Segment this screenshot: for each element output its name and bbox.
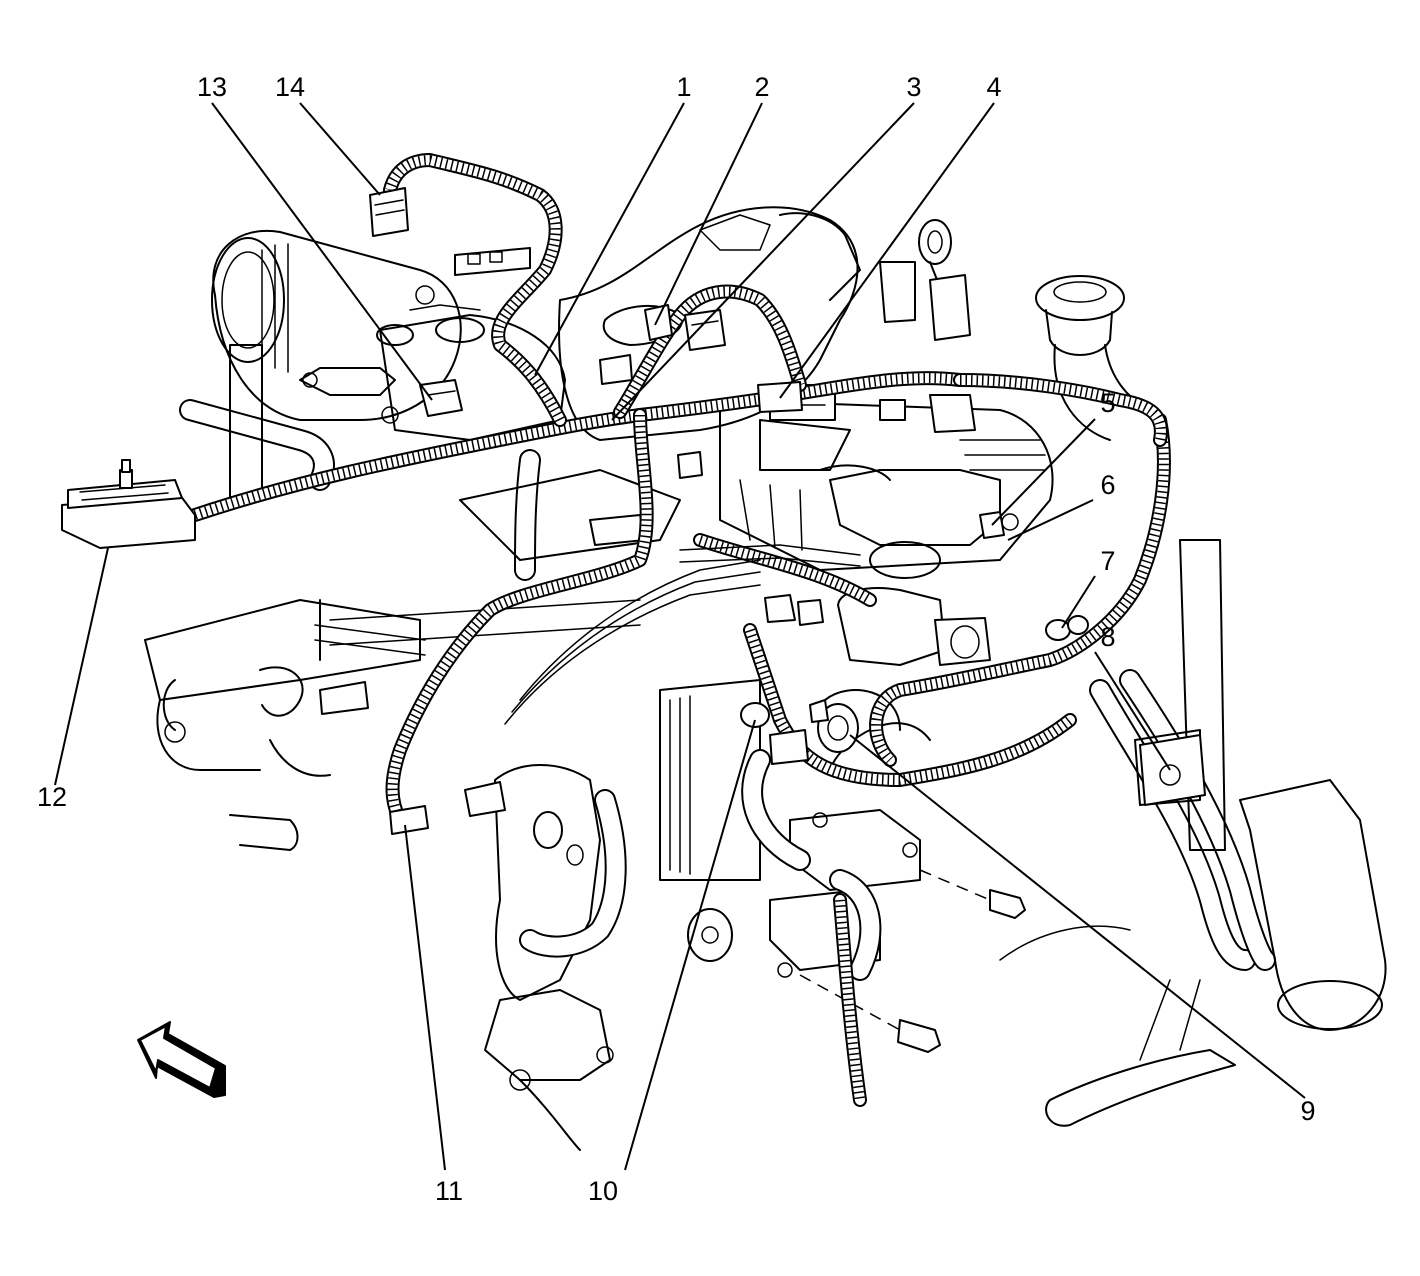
leader-3	[611, 102, 915, 421]
callout-1: 1	[676, 72, 691, 102]
callout-12: 12	[37, 782, 67, 812]
callout-8: 8	[1100, 622, 1115, 652]
leader-8	[1094, 651, 1171, 771]
leader-1	[534, 102, 685, 376]
connector-13	[419, 379, 463, 417]
leader-14	[299, 102, 381, 196]
harness-junction-block	[61, 459, 196, 549]
mounting-bolts	[799, 869, 1026, 1053]
leader-5	[991, 418, 1096, 526]
leader-2	[654, 102, 763, 326]
leader-11	[404, 824, 446, 1171]
callout-10: 10	[588, 1176, 618, 1206]
leader-13	[211, 102, 433, 401]
leader-9	[849, 734, 1306, 1099]
front-bracket	[659, 679, 921, 978]
callout-4: 4	[986, 72, 1001, 102]
leader-lines	[54, 102, 1306, 1171]
leader-6	[1007, 499, 1094, 541]
sensor-9	[809, 699, 859, 753]
harness-clip-8	[1139, 734, 1206, 806]
connector-2	[644, 304, 673, 341]
right-side-hoses	[1089, 539, 1387, 1031]
callout-numbers: 1 2 3 4 5 6 7 8 9 10 11 12 13 14	[37, 72, 1316, 1206]
oil-fill-cap	[1035, 275, 1151, 441]
frame-crossmember	[999, 925, 1236, 1127]
top-sensors	[769, 261, 976, 433]
ignition-components	[819, 464, 991, 666]
callout-13: 13	[197, 72, 227, 102]
wiring-harness	[188, 153, 1171, 1107]
connector-14	[369, 187, 409, 237]
valve-cover-right	[719, 399, 1054, 579]
callout-9: 9	[1300, 1096, 1315, 1126]
leader-7	[1061, 575, 1096, 629]
lower-left-engine	[144, 599, 641, 851]
callout-14: 14	[275, 72, 305, 102]
timing-cover	[484, 764, 614, 1151]
callout-5: 5	[1100, 388, 1115, 418]
leader-4	[779, 102, 995, 399]
callout-11: 11	[435, 1176, 463, 1206]
callout-6: 6	[1100, 470, 1115, 500]
connector-10	[740, 702, 809, 765]
connectors	[61, 187, 1206, 835]
air-intake-duct	[211, 229, 462, 424]
callout-7: 7	[1100, 546, 1115, 576]
leader-12	[54, 547, 109, 786]
callout-3: 3	[906, 72, 921, 102]
callout-2: 2	[754, 72, 769, 102]
connector-11	[389, 805, 429, 835]
leader-10	[624, 719, 756, 1171]
connector-3	[684, 309, 726, 351]
front-direction-arrow-icon	[137, 1021, 226, 1098]
